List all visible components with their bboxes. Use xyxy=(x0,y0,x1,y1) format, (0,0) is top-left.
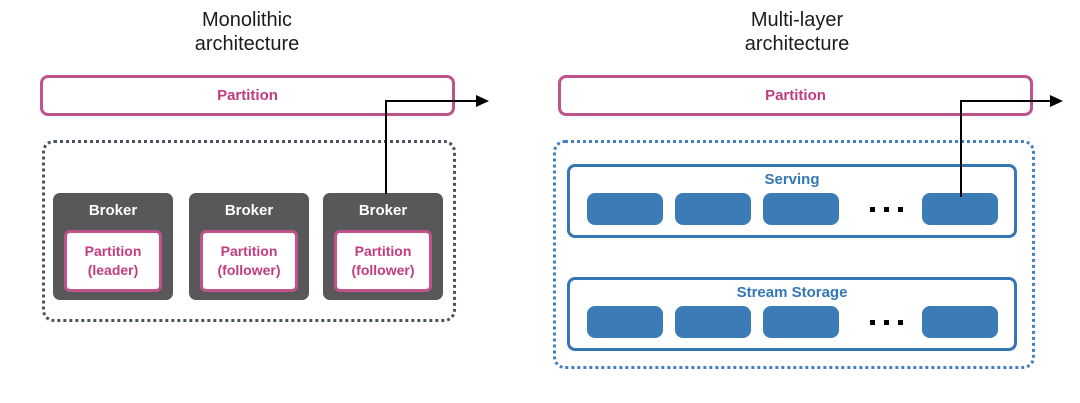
broker-2-partition-box: Partition (follower) xyxy=(200,230,298,292)
monolithic-cluster-boundary xyxy=(42,140,456,322)
stream-storage-ellipsis-icon xyxy=(851,319,922,325)
multilayer-partition-label: Partition xyxy=(765,87,826,104)
broker-3-partition-box: Partition (follower) xyxy=(334,230,432,292)
multilayer-title-line1: Multi-layer xyxy=(750,9,844,31)
stream-storage-node-3 xyxy=(763,306,839,338)
serving-node-row xyxy=(570,188,1014,225)
stream-storage-layer-box: Stream Storage xyxy=(567,277,1017,351)
stream-storage-node-row xyxy=(570,301,1014,338)
stream-storage-node-4 xyxy=(922,306,998,338)
serving-layer-box: Serving xyxy=(567,164,1017,238)
monolithic-title: Monolithic architecture xyxy=(127,8,367,56)
ellipsis-dot xyxy=(898,206,903,212)
broker-1-partition-line1: Partition xyxy=(84,243,142,259)
ellipsis-dot xyxy=(898,319,903,325)
ellipsis-dot xyxy=(870,206,875,212)
serving-layer-label: Serving xyxy=(764,171,820,188)
multilayer-arrow-head-icon xyxy=(1050,95,1063,107)
broker-box-3: Broker Partition (follower) xyxy=(323,193,443,300)
monolithic-title-line1: Monolithic xyxy=(201,9,293,31)
serving-ellipsis-icon xyxy=(851,206,922,212)
multilayer-title-line2: architecture xyxy=(744,33,850,55)
multilayer-partition-bar: Partition xyxy=(558,75,1033,116)
serving-node-4 xyxy=(922,193,998,225)
ellipsis-dot xyxy=(884,206,889,212)
monolithic-arrow-horizontal-line xyxy=(385,100,476,102)
broker-2-label: Broker xyxy=(224,202,274,219)
broker-1-partition-box: Partition (leader) xyxy=(64,230,162,292)
multilayer-arrow-vertical-line xyxy=(960,100,962,197)
broker-box-2: Broker Partition (follower) xyxy=(189,193,309,300)
multilayer-arrow-horizontal-line xyxy=(960,100,1050,102)
monolithic-arrow-vertical-line xyxy=(385,100,387,194)
broker-3-partition-line2: (follower) xyxy=(351,262,415,278)
serving-node-2 xyxy=(675,193,751,225)
ellipsis-dot xyxy=(884,319,889,325)
broker-1-label: Broker xyxy=(88,202,138,219)
multilayer-cluster-boundary xyxy=(553,140,1035,369)
multilayer-title: Multi-layer architecture xyxy=(677,8,917,56)
broker-2-partition-line2: (follower) xyxy=(217,262,281,278)
monolithic-arrow-head-icon xyxy=(476,95,489,107)
monolithic-title-line2: architecture xyxy=(194,33,300,55)
broker-3-label: Broker xyxy=(358,202,408,219)
monolithic-partition-label: Partition xyxy=(217,87,278,104)
stream-storage-layer-label: Stream Storage xyxy=(736,284,848,301)
broker-2-partition-line1: Partition xyxy=(220,243,278,259)
broker-box-1: Broker Partition (leader) xyxy=(53,193,173,300)
ellipsis-dot xyxy=(870,319,875,325)
stream-storage-node-1 xyxy=(587,306,663,338)
serving-node-1 xyxy=(587,193,663,225)
stream-storage-node-2 xyxy=(675,306,751,338)
broker-3-partition-line1: Partition xyxy=(354,243,412,259)
broker-1-partition-line2: (leader) xyxy=(87,262,139,278)
serving-node-3 xyxy=(763,193,839,225)
monolithic-partition-bar: Partition xyxy=(40,75,455,116)
